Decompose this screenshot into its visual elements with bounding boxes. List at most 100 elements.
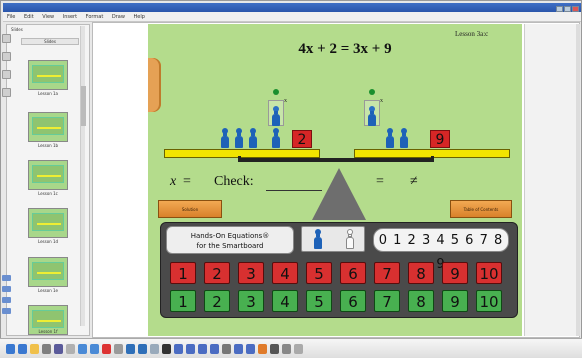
blue-pawn-icon[interactable]	[272, 128, 280, 148]
white-pawn-icon[interactable]	[346, 229, 354, 249]
x-mark: x	[380, 98, 383, 104]
red-number-tile[interactable]: 5	[306, 262, 332, 284]
delete-icon[interactable]	[102, 343, 111, 354]
close-button[interactable]	[572, 6, 579, 12]
blue-pawn-icon[interactable]	[386, 128, 394, 148]
left-number-cube[interactable]: 2	[292, 130, 312, 148]
forward-arrow-icon[interactable]	[18, 343, 27, 354]
slide-thumb-3[interactable]	[28, 160, 68, 190]
green-number-tile[interactable]: 3	[238, 290, 264, 312]
scrollbar-thumb[interactable]	[81, 86, 86, 126]
properties-icon[interactable]	[282, 343, 291, 354]
slide-thumb-5[interactable]	[28, 257, 68, 287]
red-number-tile[interactable]: 7	[374, 262, 400, 284]
creative-pen-icon[interactable]	[186, 343, 195, 354]
table-icon[interactable]	[150, 343, 159, 354]
green-number-tile[interactable]: 5	[306, 290, 332, 312]
screen-shade-icon[interactable]	[114, 343, 123, 354]
green-number-tile[interactable]: 4	[272, 290, 298, 312]
slide-thumb-1[interactable]	[28, 60, 68, 90]
select-arrow-icon[interactable]	[162, 343, 171, 354]
minimize-button[interactable]	[556, 6, 563, 12]
green-number-tile[interactable]: 2	[204, 290, 230, 312]
side-tool-1[interactable]	[2, 34, 11, 43]
red-number-tile[interactable]: 9	[442, 262, 468, 284]
table-of-contents-button[interactable]: Table of Contents	[450, 200, 512, 218]
blue-pawn-icon[interactable]	[235, 128, 243, 148]
right-number-cube[interactable]: 9	[430, 130, 450, 148]
brand-box: Hands-On Equations® for the Smartboard	[166, 226, 294, 254]
attach-icon[interactable]	[2, 308, 11, 314]
menu-help[interactable]: Help	[133, 14, 145, 20]
menu-view[interactable]: View	[42, 14, 55, 20]
page-tab-handle[interactable]	[148, 58, 161, 112]
red-number-tile[interactable]: 1	[170, 262, 196, 284]
fill-icon[interactable]	[258, 343, 267, 354]
left-pan	[164, 149, 320, 158]
blue-pawn-icon[interactable]	[249, 128, 257, 148]
thumb-preview	[32, 310, 64, 328]
red-number-tile[interactable]: 3	[238, 262, 264, 284]
pen-icon[interactable]	[174, 343, 183, 354]
green-number-tile[interactable]: 9	[442, 290, 468, 312]
menu-file[interactable]: File	[7, 14, 16, 20]
maximize-button[interactable]	[564, 6, 571, 12]
more-icon[interactable]	[294, 343, 303, 354]
display-icon[interactable]	[138, 343, 147, 354]
magic-pen-icon[interactable]	[198, 343, 207, 354]
red-number-tile[interactable]: 4	[272, 262, 298, 284]
menu-edit[interactable]: Edit	[23, 14, 34, 20]
slide-thumb-2[interactable]	[28, 112, 68, 142]
monitor-icon[interactable]	[126, 343, 135, 354]
shapes-icon[interactable]	[246, 343, 255, 354]
sorter-scrollbar[interactable]	[80, 26, 86, 326]
green-number-tile[interactable]: 7	[374, 290, 400, 312]
redo-icon[interactable]	[90, 343, 99, 354]
thumb-label: Lesson 1c	[38, 191, 58, 196]
x-pawn-icon[interactable]	[272, 106, 280, 126]
prev-arrow-icon[interactable]	[2, 275, 11, 281]
green-number-tile[interactable]: 6	[340, 290, 366, 312]
beam-stub	[238, 156, 241, 162]
digit-strip[interactable]: 0 1 2 3 4 5 6 7 8 9	[373, 228, 509, 272]
green-number-tile[interactable]: 8	[408, 290, 434, 312]
slide-thumb-4[interactable]	[28, 208, 68, 238]
green-number-tile[interactable]: 10	[476, 290, 502, 312]
side-tool-2[interactable]	[2, 52, 11, 61]
eraser-icon[interactable]	[222, 343, 231, 354]
menu-insert[interactable]: Insert	[62, 14, 78, 20]
gallery-icon[interactable]	[2, 297, 11, 303]
red-number-tile[interactable]: 10	[476, 262, 502, 284]
menu-draw[interactable]: Draw	[111, 14, 125, 20]
red-number-tile[interactable]: 6	[340, 262, 366, 284]
highlighter-icon[interactable]	[210, 343, 219, 354]
blue-pawn-icon[interactable]	[221, 128, 229, 148]
save-icon[interactable]	[42, 343, 51, 354]
menu-format[interactable]: Format	[85, 14, 104, 20]
equation-title: 4x + 2 = 3x + 9	[298, 41, 392, 57]
check-answer-line[interactable]	[266, 190, 322, 191]
next-arrow-icon[interactable]	[2, 286, 11, 292]
x-pawn-icon[interactable]	[368, 106, 376, 126]
print-icon[interactable]	[54, 343, 63, 354]
slide-thumb-6[interactable]	[28, 305, 68, 335]
thumb-label: Lesson 1e	[37, 288, 59, 293]
folder-icon[interactable]	[30, 343, 39, 354]
side-toolbar	[2, 34, 12, 97]
green-number-tile[interactable]: 1	[170, 290, 196, 312]
blue-pawn-icon[interactable]	[314, 229, 322, 249]
right-scrollbar[interactable]	[576, 24, 580, 336]
undo-icon[interactable]	[78, 343, 87, 354]
balance-beam	[238, 158, 434, 162]
back-arrow-icon[interactable]	[6, 343, 15, 354]
red-number-tile[interactable]: 2	[204, 262, 230, 284]
solution-button[interactable]: Solution	[158, 200, 222, 218]
red-number-tile[interactable]: 8	[408, 262, 434, 284]
sorter-tab[interactable]: Slides	[11, 27, 23, 32]
blue-pawn-icon[interactable]	[400, 128, 408, 148]
line-icon[interactable]	[234, 343, 243, 354]
page-icon[interactable]	[66, 343, 75, 354]
text-icon[interactable]	[270, 343, 279, 354]
side-tool-4[interactable]	[2, 88, 11, 97]
side-tool-3[interactable]	[2, 70, 11, 79]
